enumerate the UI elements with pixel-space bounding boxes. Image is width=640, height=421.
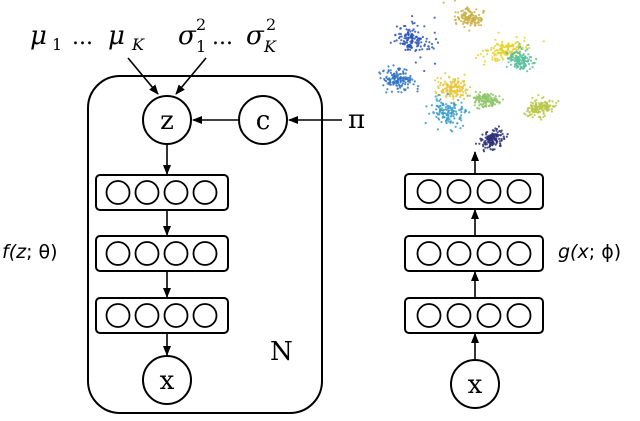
plate-label: N	[270, 337, 293, 367]
encoder-layer-3	[404, 173, 544, 210]
cluster-4	[505, 42, 538, 73]
cluster-1	[389, 15, 440, 73]
sigma-to-z-arrow	[175, 57, 207, 95]
cluster-7	[424, 93, 471, 133]
decoder-label: f(z; θ)	[2, 241, 58, 263]
mu-first: μ	[30, 21, 47, 51]
z-node-label: z	[160, 106, 174, 136]
latent-cluster-scatter	[378, 0, 560, 153]
mu-last-sub: K	[131, 35, 145, 54]
sigma-first-sup: 2	[196, 15, 206, 34]
mu-first-sub: 1	[52, 35, 62, 54]
sigma-last: σ	[246, 21, 265, 51]
inference-model: x g(x; ϕ)	[378, 0, 621, 409]
encoder-layer-1	[404, 297, 544, 334]
plate-box	[87, 75, 323, 414]
generative-model: N μ 1 ... μ K σ 2 1 ... σ 2 K z c π	[2, 15, 365, 414]
decoder-layer-3	[95, 297, 229, 334]
mu-last: μ	[108, 21, 125, 51]
decoder-layer-1	[95, 174, 229, 211]
cluster-5	[378, 64, 420, 94]
cluster-10	[474, 125, 509, 153]
decoder-layer-2	[95, 235, 229, 272]
sigma-ellipsis: ...	[212, 25, 233, 50]
mu-ellipsis: ...	[72, 25, 93, 50]
cluster-8	[466, 90, 505, 110]
cluster-2	[442, 0, 485, 32]
x-node-generative	[142, 355, 192, 405]
sigma-first: σ	[178, 21, 197, 51]
c-node-label: c	[256, 106, 271, 136]
cluster-6	[434, 72, 472, 104]
encoder-label: g(x; ϕ)	[558, 241, 621, 263]
mu-to-z-arrow	[127, 57, 159, 95]
sigma-first-sub: 1	[196, 37, 206, 56]
sigma-last-sub: K	[263, 37, 277, 56]
encoder-layer-2	[404, 235, 544, 272]
sigma-last-sup: 2	[266, 15, 276, 34]
x-node-generative-label: x	[160, 366, 175, 396]
cluster-9	[523, 94, 560, 121]
x-node-inference-label: x	[468, 370, 483, 400]
pi-label: π	[348, 105, 365, 135]
